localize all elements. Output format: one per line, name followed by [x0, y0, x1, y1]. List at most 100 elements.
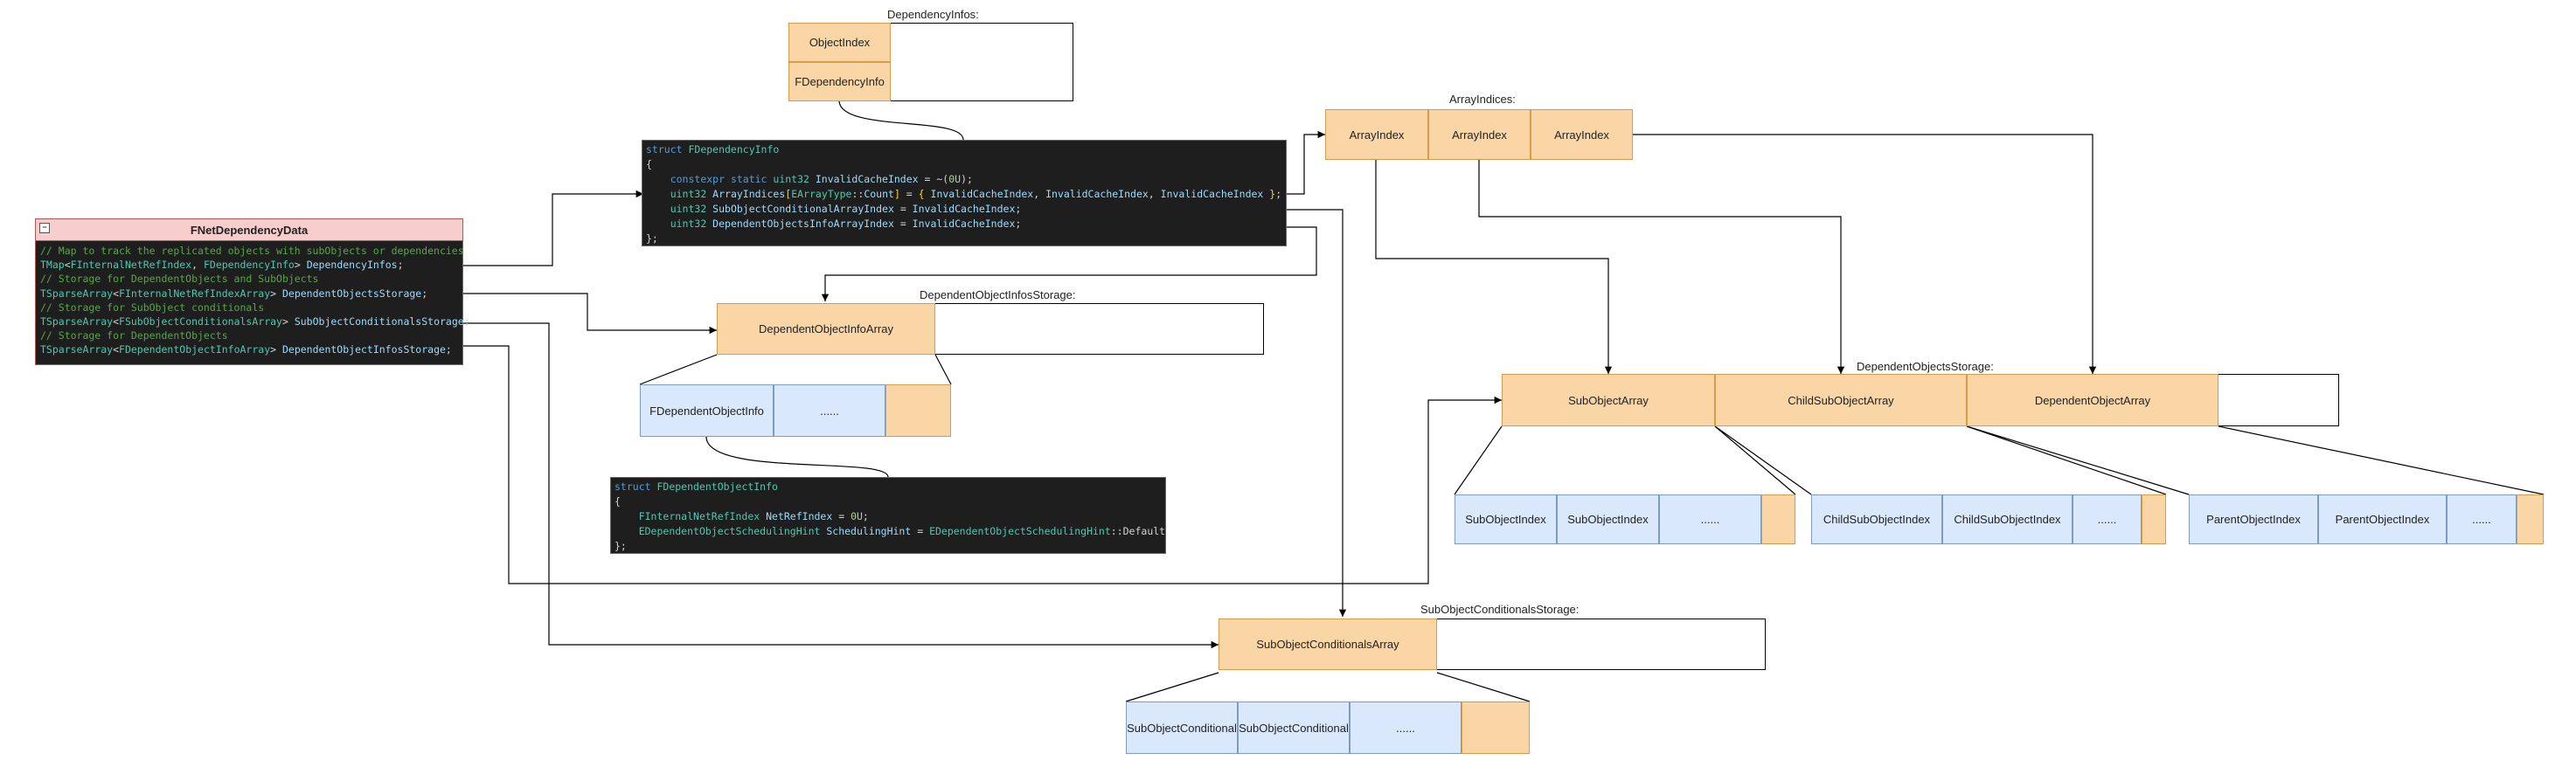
label-dependency-infos: DependencyInfos:	[887, 8, 979, 21]
collapse-icon[interactable]: −	[39, 223, 50, 233]
code-token	[646, 173, 670, 185]
code-token: ;	[1015, 203, 1022, 215]
code-token: ,	[1033, 188, 1046, 200]
code-token: FInternalNetRefIndexArray	[119, 287, 271, 300]
code-token: EDependentObjectSchedulingHint	[929, 525, 1111, 537]
code-token: FDependentObjectInfo	[656, 480, 778, 493]
code-token: // Storage for SubObject conditionals	[40, 301, 265, 314]
child-sub-object-index-cell: ChildSubObjectIndex	[1811, 494, 1942, 544]
code-line: // Storage for DependentObjects	[40, 328, 458, 342]
code-line: // Storage for DependentObjects and SubO…	[40, 272, 458, 286]
code-token: SubObjectConditionalArrayIndex	[712, 203, 894, 215]
code-token: DependencyInfos	[306, 259, 398, 272]
array-index-cell: ArrayIndex	[1428, 109, 1531, 160]
code-line: uint32 SubObjectConditionalArrayIndex = …	[646, 202, 1282, 217]
code-token: ;	[421, 287, 428, 300]
arrow-code-subobjectconditionals	[1287, 209, 1347, 617]
code-line: constexpr static uint32 InvalidCacheInde…	[646, 172, 1282, 187]
array-index-cell: ArrayIndex	[1325, 109, 1428, 160]
code-line: // Storage for SubObject conditionals	[40, 301, 458, 314]
code-token: TMap	[40, 259, 65, 272]
code-token: };	[646, 232, 658, 245]
code-token: {	[614, 495, 621, 508]
code-token: FSubObjectConditionalsArray	[119, 314, 282, 328]
ellipsis-cell: ......	[1659, 494, 1761, 544]
code-token: InvalidCacheIndex	[1045, 188, 1149, 200]
trailing-slot-cell	[2517, 494, 2544, 544]
label-dependent-object-infos-storage: DependentObjectInfosStorage:	[920, 288, 1076, 301]
code-token	[614, 525, 639, 537]
code-token: DependentObjectInfosStorage	[281, 343, 446, 356]
code-token: FInternalNetRefIndex	[70, 259, 192, 272]
code-token	[925, 188, 931, 200]
code-token: =	[832, 510, 851, 522]
arrow-arrayindex-subobjectarray	[1375, 160, 1613, 374]
code-token: SchedulingHint	[826, 525, 912, 537]
code-token: =	[893, 218, 913, 230]
code-token: Count	[864, 188, 894, 200]
code-token: TSparseArray	[40, 314, 114, 328]
trailing-slot-cell	[2142, 494, 2166, 544]
code-token: DependentObjectsStorage	[281, 287, 422, 300]
code-token: );	[961, 173, 973, 185]
code-line: EDependentObjectSchedulingHint Schedulin…	[614, 524, 1165, 539]
arrow-arrayindices	[1287, 130, 1325, 195]
code-token: InvalidCacheIndex	[912, 203, 1016, 215]
code-token: >	[294, 259, 307, 272]
parent-object-index-cell: ParentObjectIndex	[2189, 494, 2318, 544]
ellipsis-cell: ......	[774, 384, 885, 437]
dependent-object-array-cell: DependentObjectArray	[1967, 374, 2218, 426]
fnet-dependency-data-header: − FNetDependencyData	[36, 219, 462, 241]
code-token: FDependencyInfo	[203, 259, 295, 272]
code-token: ;	[445, 343, 452, 356]
code-token: ArrayIndices	[712, 188, 786, 200]
funnel-childsubobject	[1714, 425, 2167, 495]
curve-fdependentobjectinfo-code	[705, 436, 889, 478]
fdependent-object-info-code: struct FDependentObjectInfo{ FInternalNe…	[610, 477, 1166, 554]
sub-object-conditional-cell: SubObjectConditional	[1238, 702, 1350, 754]
fnet-dependency-data-code: // Map to track the replicated objects w…	[36, 241, 470, 360]
array-index-cell: ArrayIndex	[1531, 109, 1633, 160]
code-line: struct FDependentObjectInfo	[614, 480, 1162, 494]
arrow-subobjectconditionalsstorage	[463, 322, 1219, 649]
code-token: >	[281, 314, 295, 328]
arrow-arrayindex-childsubobjectarray	[1478, 160, 1845, 374]
code-token: // Map to track the replicated objects w…	[40, 245, 464, 257]
code-line: FInternalNetRefIndex NetRefIndex = 0U;	[614, 509, 1162, 524]
ellipsis-cell: ......	[2447, 494, 2517, 544]
code-token: >	[270, 343, 282, 356]
dependency-infos-value-cell: FDependencyInfo	[788, 62, 891, 101]
code-token: >	[270, 287, 282, 300]
code-token: ;	[397, 259, 404, 272]
code-token: TSparseArray	[40, 287, 114, 300]
label-sub-object-conditionals-storage: SubObjectConditionalsStorage:	[1420, 603, 1580, 616]
code-token: <	[113, 343, 120, 356]
code-token: InvalidCacheIndex	[930, 188, 1034, 200]
code-token: =	[899, 188, 919, 200]
code-token	[646, 188, 670, 200]
code-token	[646, 203, 670, 215]
code-token: struct	[646, 143, 689, 156]
code-line: TSparseArray<FDependentObjectInfoArray> …	[40, 342, 458, 356]
code-token: NetRefIndex	[766, 510, 833, 522]
code-line: TMap<FInternalNetRefIndex, FDependencyIn…	[40, 258, 458, 272]
dependency-infos-key-cell: ObjectIndex	[788, 23, 891, 62]
funnel-parentobject	[1966, 425, 2545, 495]
code-line: // Map to track the replicated objects w…	[40, 244, 464, 258]
code-token: {	[646, 158, 652, 170]
code-token: 0U	[948, 173, 962, 185]
label-dependent-objects-storage: DependentObjectsStorage:	[1857, 360, 1994, 373]
code-token: }	[1269, 188, 1276, 200]
code-token: FDependentObjectInfoArray	[119, 343, 271, 356]
code-token: ;	[862, 510, 869, 522]
code-token: uint32	[773, 173, 816, 185]
code-line: uint32 ArrayIndices[EArrayType::Count] =…	[646, 187, 1282, 202]
code-token: InvalidCacheIndex	[912, 218, 1016, 230]
code-token: =	[911, 525, 930, 537]
code-line: };	[614, 539, 1162, 553]
ellipsis-cell: ......	[2073, 494, 2142, 544]
arrow-dependentobjectinfosstorage	[463, 293, 717, 335]
code-line: {	[646, 157, 1282, 172]
code-token: 0U	[851, 510, 863, 522]
sub-object-index-cell: SubObjectIndex	[1557, 494, 1659, 544]
